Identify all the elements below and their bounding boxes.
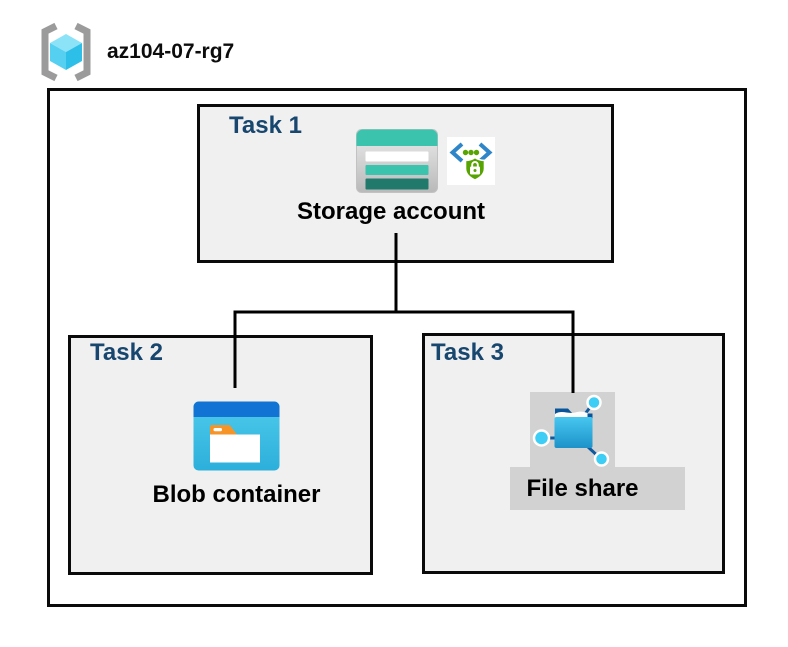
sas-shield-lock-icon	[447, 137, 495, 185]
task3-label: Task 3	[431, 339, 504, 366]
task3-box: Task 3 File share	[422, 333, 725, 574]
task1-box: Task 1 Storage account	[197, 104, 614, 263]
blob-container-label: Blob container	[152, 481, 321, 508]
storage-account-label: Storage account	[296, 198, 486, 225]
resource-group-title: az104-07-rg7	[107, 40, 235, 63]
blob-container-icon	[193, 401, 280, 471]
task1-label: Task 1	[229, 112, 302, 139]
file-share-label-banner: File share	[510, 467, 685, 510]
task2-label: Task 2	[90, 339, 163, 366]
resource-group-icon	[41, 22, 91, 82]
storage-account-icon	[356, 129, 438, 193]
file-share-label: File share	[526, 475, 639, 502]
task2-box: Task 2 Blob container	[68, 335, 373, 575]
file-share-icon	[530, 392, 615, 468]
